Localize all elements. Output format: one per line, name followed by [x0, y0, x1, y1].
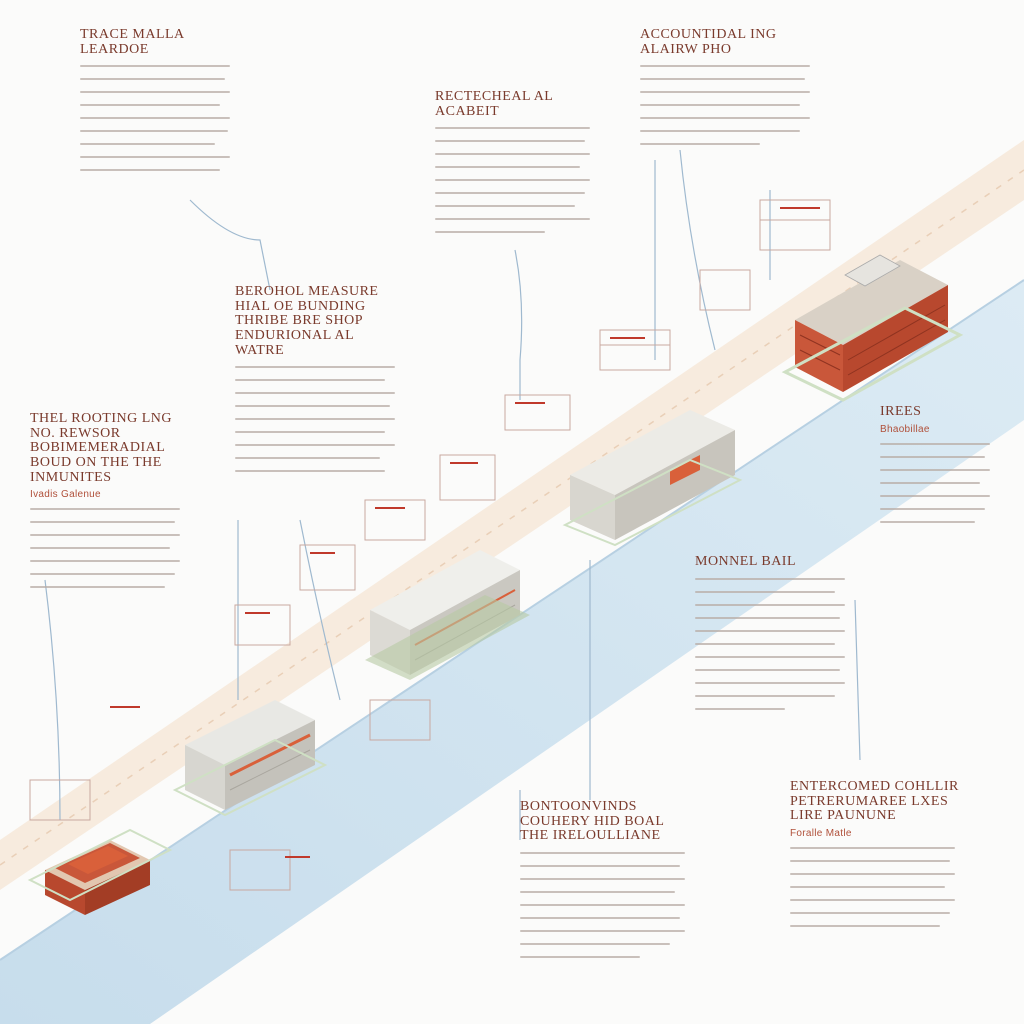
note-subheading: Bhaobillae [880, 423, 930, 435]
note-body-text [435, 127, 600, 234]
note-body-text [80, 65, 250, 172]
leader-lines [44, 149, 861, 840]
note-body-text [520, 852, 695, 959]
note-irees: IREES Bhaobillae [880, 404, 995, 534]
note-heading: BEROHOL MEASURE HIAL OE BUNDING THRIBE B… [235, 284, 379, 358]
note-heading: TRACE MALLA LEARDOE [80, 27, 184, 57]
building-5-red-brick-factory [781, 254, 964, 402]
note-body-text [30, 508, 190, 589]
note-subheading: Ivadis Galenue [30, 489, 101, 501]
note-rectecheal-acabeit: RECTECHEAL AL ACABEIT [435, 89, 600, 244]
road-centerline [0, 169, 1024, 866]
note-trade-map-legend: TRACE MALLA LEARDOE [80, 27, 250, 182]
note-heading: IREES [880, 404, 922, 419]
note-heading: THEL ROOTING LNG NO. REWSOR BOBIMEMERADI… [30, 411, 173, 485]
note-heading: ACCOUNTIDAL ING ALAIRW PHO [640, 27, 777, 57]
note-heading: BONTOONVINDS COUHERY HID BOAL THE Irelou… [520, 799, 664, 844]
note-the-rooting: THEL ROOTING LNG NO. REWSOR BOBIMEMERADI… [30, 411, 190, 599]
road-band [0, 140, 1024, 890]
note-heading: RECTECHEAL AL ACABEIT [435, 89, 553, 119]
sketch-annotations [29, 199, 831, 891]
note-heading: MONNEL BAIL [695, 554, 797, 569]
note-monnel-bail: MONNEL BAIL [695, 554, 855, 721]
note-berohol-measure: BEROHOL MEASURE HIAL OE BUNDING THRIBE B… [235, 284, 405, 483]
note-body-text [880, 442, 995, 523]
building-4-low-flat-hall [562, 410, 743, 547]
note-subheading: Foralle Matle [790, 828, 852, 840]
river [0, 280, 1024, 1024]
sketch-red-marks [110, 207, 820, 858]
note-bontoonvinds: BONTOONVINDS COUHERY HID BOAL THE Irelou… [520, 799, 695, 969]
building-1-corner-brick-block [27, 828, 173, 915]
note-body-text [695, 577, 855, 710]
building-3-tall-white-tower [365, 550, 530, 680]
note-heading: ENTERCOMED COHLLIR PETRERUMAREE LXES LIR… [790, 779, 959, 824]
note-entrecomed-cohllir: ENTERCOMED COHLLIR PETRERUMAREE LXES LIR… [790, 779, 965, 938]
note-body-text [790, 847, 965, 928]
note-body-text [235, 366, 405, 473]
building-2-white-office-block [172, 700, 328, 817]
note-accountial-ing-alairw: ACCOUNTIDAL ING ALAIRW PHO [640, 27, 825, 156]
note-body-text [640, 65, 825, 146]
